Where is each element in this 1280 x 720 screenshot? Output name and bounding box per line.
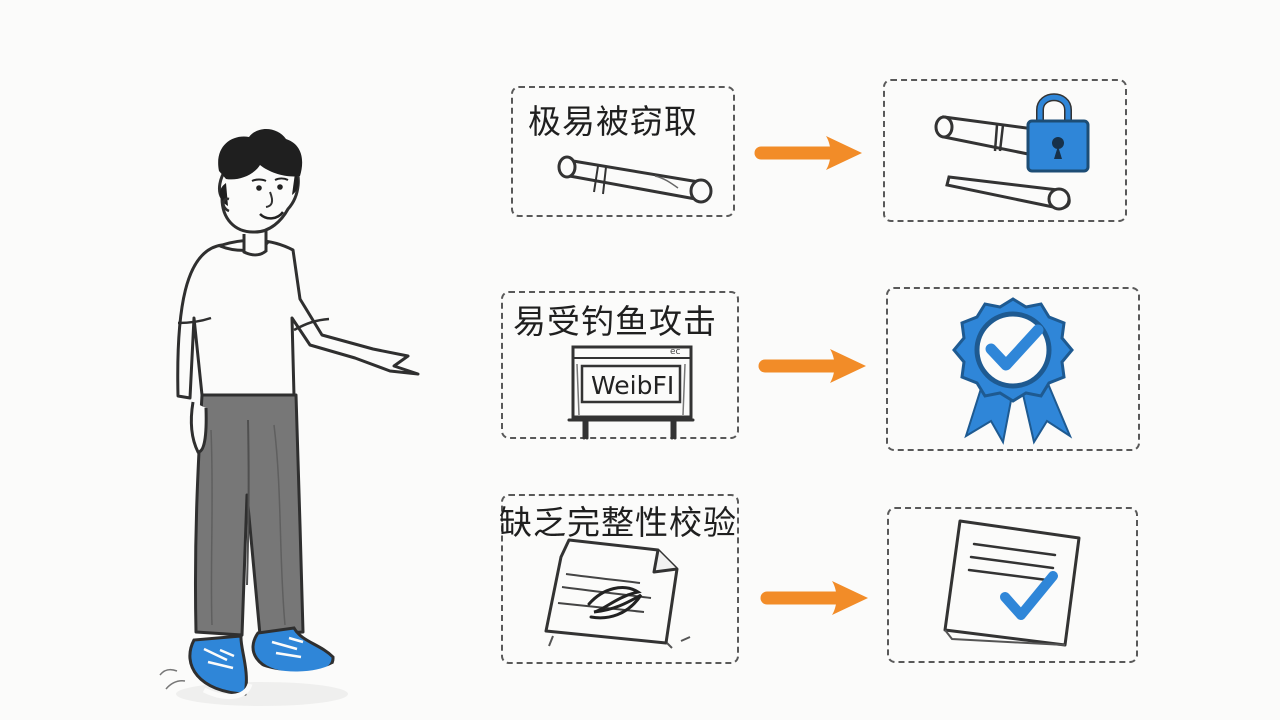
problem-panel-theft: 极易被窃取 (511, 86, 735, 217)
solution-panel-integrity-check (887, 507, 1138, 663)
problem-panel-phishing: 易受钓鱼攻击 ec WeibFI (501, 291, 739, 440)
problem-panel-integrity: 缺乏完整性校验 (499, 494, 739, 664)
person-pointing-icon (159, 128, 420, 706)
problem-label-theft: 极易被窃取 (528, 102, 698, 141)
scribbled-document-icon (544, 538, 691, 649)
verified-badge-icon (952, 297, 1074, 445)
orange-arrow-icon (754, 136, 862, 170)
problem-label-integrity: 缺乏完整性校验 (499, 503, 737, 542)
orange-arrow-icon (758, 349, 866, 383)
sign-corner-text: ec (670, 347, 681, 357)
locked-scroll-icon (934, 93, 1090, 211)
solution-panel-encryption (883, 79, 1127, 222)
verified-document-icon (943, 519, 1081, 647)
solution-panel-verification (886, 287, 1140, 451)
fake-website-sign-text: WeibFI (591, 371, 674, 400)
fake-website-sign-icon: ec WeibFI (567, 345, 695, 440)
problem-label-phishing: 易受钓鱼攻击 (513, 302, 717, 341)
scroll-icon (557, 155, 713, 204)
orange-arrow-icon (760, 581, 868, 615)
